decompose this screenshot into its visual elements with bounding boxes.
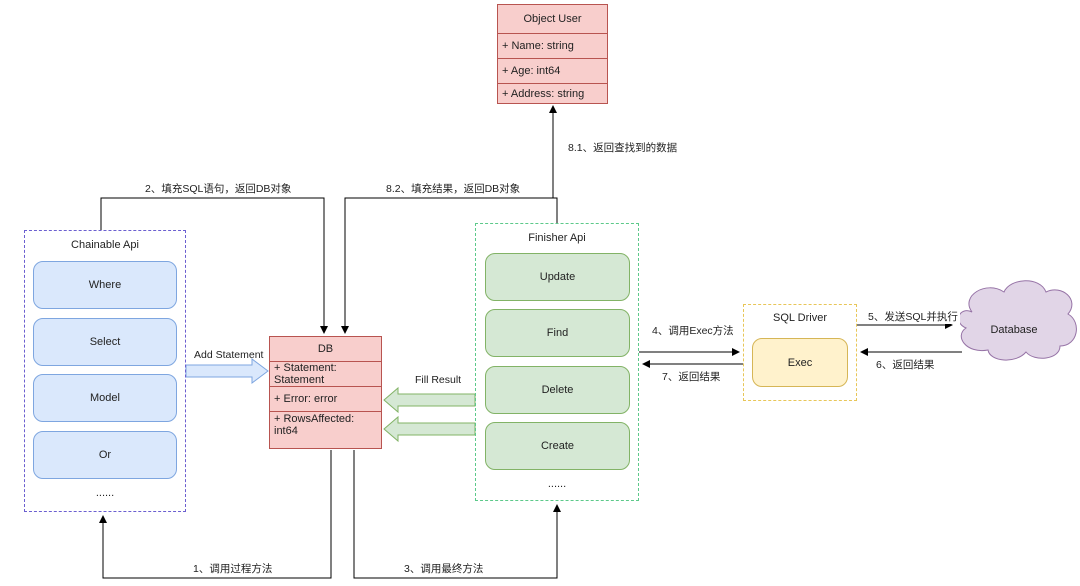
label-step8-1: 8.1、返回查找到的数据 [566, 140, 680, 155]
object-user-title: Object User [523, 13, 582, 25]
db-field-statement: + Statement: Statement [270, 361, 381, 386]
db-field-error: + Error: error [270, 386, 381, 411]
arrow-step2 [100, 197, 328, 334]
label-step3: 3、调用最终方法 [402, 561, 486, 576]
object-user-field-age: + Age: int64 [498, 58, 607, 83]
arrow-step3 [353, 450, 561, 579]
sql-driver-title: SQL Driver [773, 312, 827, 324]
label-step2: 2、填充SQL语句，返回DB对象 [143, 181, 294, 196]
label-step6: 6、返回结果 [874, 357, 937, 372]
chainable-select: Select [33, 318, 177, 366]
chainable-api-group: Chainable Api Where Select Model Or ....… [24, 230, 186, 512]
chainable-api-title: Chainable Api [71, 239, 139, 251]
label-step4: 4、调用Exec方法 [650, 323, 736, 338]
add-statement-arrow [185, 358, 269, 384]
finisher-delete: Delete [485, 366, 630, 414]
db-field-rowsaffected: + RowsAffected: int64 [270, 411, 381, 437]
label-step7: 7、返回结果 [660, 369, 723, 384]
exec-node: Exec [752, 338, 848, 387]
object-user-field-address: + Address: string [498, 83, 607, 104]
fill-result-arrow-upper [383, 386, 476, 414]
db-class: DB + Statement: Statement + Error: error… [269, 336, 382, 449]
fill-result-arrow-lower [383, 415, 476, 443]
sql-driver-group: SQL Driver Exec [743, 304, 857, 401]
finisher-api-title: Finisher Api [528, 232, 586, 244]
object-user-class: Object User + Name: string + Age: int64 … [497, 4, 608, 104]
finisher-api-group: Finisher Api Update Find Delete Create .… [475, 223, 639, 501]
label-add-statement: Add Statement [194, 349, 264, 361]
chainable-or: Or [33, 431, 177, 479]
label-step1: 1、调用过程方法 [191, 561, 275, 576]
object-user-field-name: + Name: string [498, 33, 607, 58]
chainable-more: ...... [95, 487, 115, 499]
label-step8-2: 8.2、填充结果，返回DB对象 [384, 181, 523, 196]
label-fill-result: Fill Result [415, 374, 462, 386]
db-title: DB [317, 343, 334, 355]
database-cloud [958, 280, 1077, 361]
finisher-more: ...... [547, 478, 567, 490]
chainable-where: Where [33, 261, 177, 309]
chainable-model: Model [33, 374, 177, 422]
label-step5: 5、发送SQL并执行 [866, 309, 960, 324]
finisher-update: Update [485, 253, 630, 301]
finisher-create: Create [485, 422, 630, 470]
arrow-step1 [99, 450, 332, 579]
finisher-find: Find [485, 309, 630, 357]
database-label: Database [990, 324, 1038, 336]
arrow-step8-2 [341, 197, 558, 334]
